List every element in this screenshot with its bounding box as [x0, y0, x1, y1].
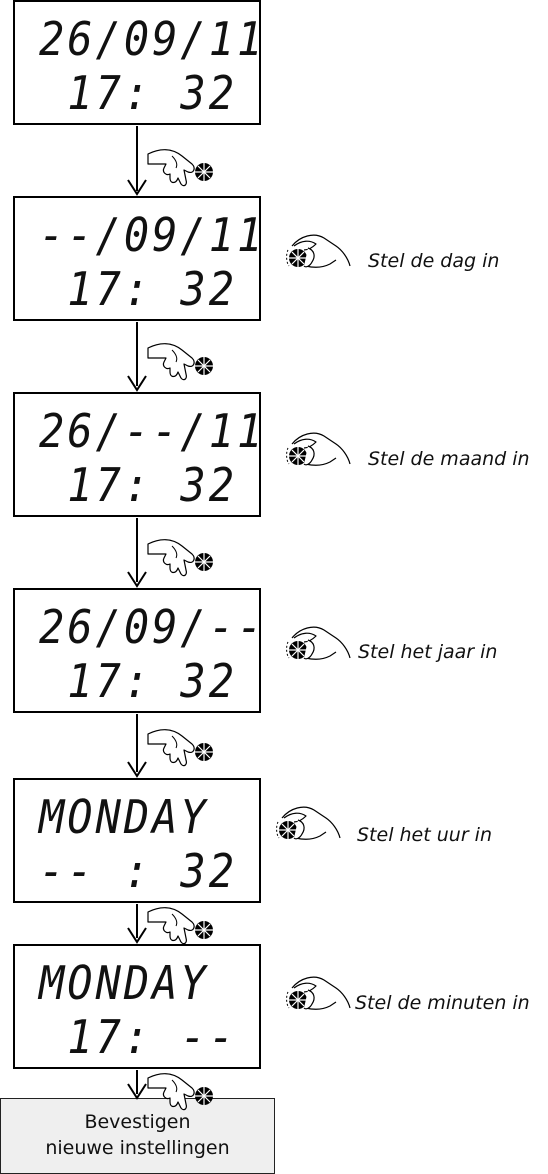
display-date: 26/--/11 [39, 404, 266, 458]
display-date: 26/09/11 [39, 12, 266, 66]
hand-press-knob-icon [147, 539, 214, 577]
instruction-month: Stel de maand in [368, 448, 530, 470]
hand-rotate-knob-icon [286, 432, 351, 466]
lcd-display-3: 26/--/11 17: 32 [13, 392, 262, 517]
hand-press-knob-icon [147, 1073, 214, 1111]
hand-rotate-knob-icon [286, 976, 351, 1010]
hand-rotate-knob-icon [276, 806, 341, 840]
hand-press-knob-icon [147, 149, 214, 187]
display-time: 17: 32 [67, 654, 237, 708]
lcd-display-5: MONDAY -- : 32 [13, 778, 261, 903]
display-day: MONDAY [39, 790, 209, 844]
display-time: 17: 32 [67, 66, 237, 120]
confirm-line-2: nieuwe instellingen [45, 1137, 230, 1159]
hand-press-knob-icon [147, 729, 214, 767]
confirm-box: Bevestigen nieuwe instellingen [0, 1098, 275, 1174]
display-time: -- : 32 [38, 844, 237, 898]
display-time: 17: 32 [67, 458, 237, 512]
instruction-minutes: Stel de minuten in [355, 992, 530, 1014]
display-day: MONDAY [39, 956, 209, 1010]
lcd-display-6: MONDAY 17: -- [13, 944, 261, 1069]
hand-press-knob-icon [147, 907, 214, 945]
instruction-year: Stel het jaar in [358, 641, 498, 663]
lcd-display-1: 26/09/11 17: 32 [13, 0, 262, 125]
hand-rotate-knob-icon [286, 234, 351, 268]
lcd-display-4: 26/09/-- 17: 32 [13, 588, 262, 713]
instruction-day: Stel de dag in [368, 250, 500, 272]
hand-press-knob-icon [147, 343, 214, 381]
confirm-line-1: Bevestigen [84, 1111, 191, 1133]
hand-rotate-knob-icon [286, 626, 351, 660]
lcd-display-2: --/09/11 17: 32 [13, 196, 262, 321]
instruction-hour: Stel het uur in [357, 824, 492, 846]
display-date: 26/09/-- [39, 600, 266, 654]
display-time: 17: 32 [67, 262, 237, 316]
display-date: --/09/11 [39, 208, 266, 262]
display-time: 17: -- [67, 1010, 237, 1064]
